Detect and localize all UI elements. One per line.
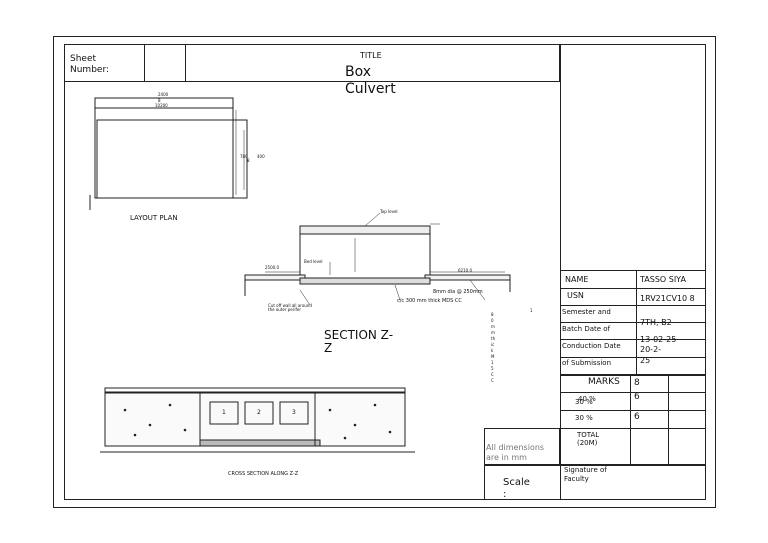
title-text-line2: Culvert	[345, 81, 396, 97]
layout-plan-drawing	[89, 97, 248, 210]
bed-level-label: Bed level	[304, 259, 323, 264]
dimensions-note: All dimensions are in mm	[486, 443, 545, 462]
scale-label: Scale :	[503, 477, 530, 500]
info-value-semester: 7TH, B2	[640, 318, 672, 327]
vertical-note: 80mm thick M15 CC	[491, 312, 496, 383]
marks-col-divider-2	[668, 375, 669, 465]
layout-dim-top-2: 8	[158, 98, 161, 103]
title-text-line1: Box	[345, 64, 372, 80]
section-dim-left: 2500.0	[265, 265, 279, 270]
info-label-conduction: Conduction Date	[562, 342, 621, 350]
info-row-line-4	[560, 339, 706, 340]
marks-row1-value: 6	[634, 392, 640, 402]
marks-total-label: TOTAL (20M)	[577, 431, 600, 447]
layout-plan-label: LAYOUT PLAN	[130, 214, 178, 222]
cross-section-drawing	[100, 387, 415, 453]
scale-box-left	[484, 465, 485, 500]
marks-col-divider-1	[630, 375, 631, 465]
layout-dim-side-1: 780	[240, 154, 248, 159]
cell-label-1: 1	[222, 409, 226, 416]
one-label: 1	[530, 308, 533, 313]
layout-dim-top-1: 2400	[158, 92, 169, 97]
info-value-submission: 25	[640, 356, 651, 365]
info-label-batch: Batch Date of	[562, 325, 611, 333]
info-value-usn: 1RV21CV10 8	[640, 294, 695, 303]
marks-table	[560, 375, 706, 465]
top-level-label: Top level	[380, 209, 398, 214]
rebar-note: 8mm dia @ 250mm	[433, 289, 483, 295]
cross-section-label: CROSS SECTION ALONG Z-Z	[228, 471, 299, 477]
signature-label: Signature of Faculty	[564, 466, 607, 483]
mds-note: c/c 300 mm thick MDS CC	[397, 298, 462, 304]
marks-header-value: 8	[634, 378, 640, 388]
title-block	[64, 44, 560, 82]
info-label-submission: of Submission	[562, 359, 612, 367]
info-label-usn: USN	[567, 291, 584, 300]
section-zz-title-line2: Z	[324, 341, 333, 355]
title-divider-1	[144, 44, 145, 82]
layout-dim-top-3: 10200	[155, 103, 168, 108]
outer-border	[53, 36, 716, 508]
marks-row-line-1	[560, 392, 706, 393]
dimensions-note-box	[484, 428, 560, 465]
sheet-number-label: Sheet Number:	[70, 54, 110, 75]
section-zz-title-line1: SECTION Z-	[324, 328, 394, 342]
section-zz-drawing	[244, 212, 511, 306]
cutoff-note: Cut off wall all around the outer perife…	[268, 303, 312, 312]
section-dim-right: 6210.0	[458, 268, 472, 273]
layout-dim-side-2: 8	[247, 158, 250, 163]
footer-line	[484, 465, 706, 466]
marks-row-line-2	[560, 410, 706, 411]
cell-label-2: 2	[257, 409, 261, 416]
info-row-line-1	[560, 288, 706, 289]
info-row-line-3	[560, 322, 706, 323]
info-value-batch: 13-02-25	[640, 335, 677, 344]
info-value-name: TASSO SIYA	[640, 275, 686, 284]
marks-row-line-3	[560, 428, 706, 429]
title-divider-2	[185, 44, 186, 82]
info-row-line-5	[560, 357, 706, 358]
layout-dim-side-3: 400	[257, 154, 265, 159]
marks-row1-label-b: 30 %	[575, 398, 593, 406]
marks-row2-value: 6	[634, 412, 640, 422]
cell-label-3: 3	[292, 409, 296, 416]
marks-row1-label-a: 40 %	[578, 395, 596, 403]
info-label-semester: Semester and	[562, 308, 611, 316]
marks-header: MARKS	[588, 377, 620, 387]
info-value-conduction: 20-2-	[640, 345, 662, 354]
info-label-name: NAME	[565, 275, 589, 284]
title-label: TITLE	[360, 51, 382, 60]
info-row-line-2	[560, 305, 706, 306]
marks-row2-label: 30 %	[575, 414, 593, 422]
